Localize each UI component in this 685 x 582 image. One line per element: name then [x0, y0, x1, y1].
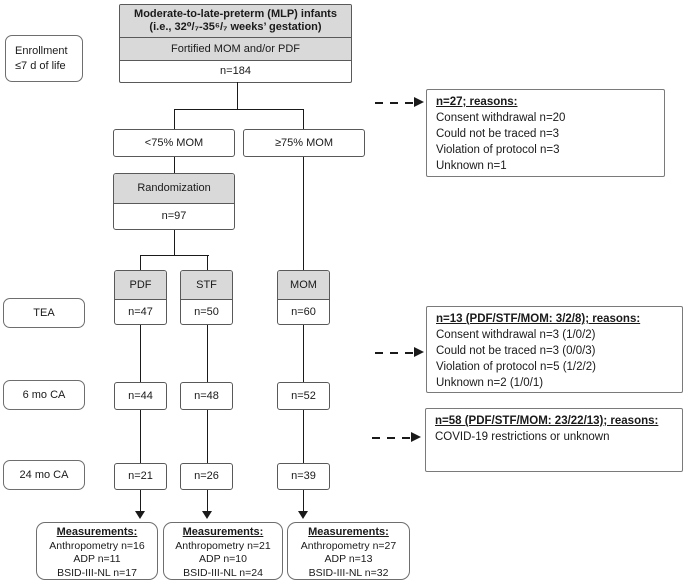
n-box-pdf-6mo: n=44: [114, 382, 167, 410]
population-box: Moderate-to-late-preterm (MLP) infants (…: [119, 4, 352, 83]
enrollment-stage-line2: ≤7 d of life: [15, 59, 66, 72]
dropout-box-enrollment: n=27; reasons: Consent withdrawal n=20 C…: [426, 89, 665, 177]
connector-line: [139, 490, 142, 512]
down-arrowhead-icon: [135, 511, 145, 519]
measurements-title: Measurements:: [56, 526, 138, 538]
enrollment-stage-line1: Enrollment: [15, 44, 68, 57]
measurements-title: Measurements:: [308, 526, 389, 538]
right-arrowhead-icon: [414, 347, 424, 357]
connector-line: [139, 325, 142, 383]
group-box-stf: STF n=50: [180, 270, 233, 325]
dropout-dashed-arrow-24mo: [372, 436, 411, 439]
n-box-pdf-24mo: n=21: [114, 463, 167, 490]
randomization-label: Randomization: [114, 174, 234, 203]
population-title-line1: Moderate-to-late-preterm (MLP) infants: [134, 8, 337, 20]
24mo-stage-label: 24 mo CA: [3, 460, 85, 490]
group-box-mom: MOM n=60: [277, 270, 330, 325]
group-n-mom-tea: n=60: [278, 299, 329, 324]
measurements-box-stf: Measurements: Anthropometry n=21 ADP n=1…: [163, 522, 283, 580]
right-arrowhead-icon: [411, 432, 421, 442]
dropout-reason: Consent withdrawal n=20: [436, 112, 566, 124]
connector-line: [206, 254, 209, 271]
measurement-line: BSID-III-NL n=17: [57, 566, 137, 579]
dropout-reason: Could not be traced n=3: [436, 128, 560, 140]
n-box-mom-6mo: n=52: [277, 382, 330, 410]
population-title: Moderate-to-late-preterm (MLP) infants (…: [120, 5, 351, 37]
down-arrowhead-icon: [202, 511, 212, 519]
connector-line: [173, 230, 176, 255]
dropout-reason: Violation of protocol n=3: [436, 144, 560, 156]
dropout-title: n=27; reasons:: [436, 96, 518, 108]
dropout-title: n=13 (PDF/STF/MOM: 3/2/8); reasons:: [436, 313, 641, 325]
n-box-stf-6mo: n=48: [180, 382, 233, 410]
connector-line: [139, 254, 209, 257]
enrollment-stage-label: Enrollment ≤7 d of life: [5, 35, 83, 82]
connector-line: [173, 108, 304, 111]
measurement-line: ADP n=11: [73, 553, 121, 565]
dropout-box-tea: n=13 (PDF/STF/MOM: 3/2/8); reasons: Cons…: [426, 306, 683, 393]
measurement-line: Anthropometry n=16: [49, 539, 145, 552]
randomization-n: n=97: [114, 203, 234, 229]
measurement-line: Anthropometry n=21: [175, 539, 271, 552]
connector-line: [173, 157, 176, 174]
measurement-line: Anthropometry n=27: [300, 539, 397, 552]
measurement-line: BSID-III-NL n=32: [308, 566, 389, 579]
dropout-title: n=58 (PDF/STF/MOM: 23/22/13); reasons:: [435, 415, 659, 427]
6mo-stage-label: 6 mo CA: [3, 380, 85, 410]
n-box-mom-24mo: n=39: [277, 463, 330, 490]
group-n-stf-tea: n=50: [181, 299, 232, 324]
right-arrowhead-icon: [414, 97, 424, 107]
ge75-mom-box: ≥75% MOM: [243, 129, 365, 157]
dropout-reason: Consent withdrawal n=3 (1/0/2): [436, 329, 596, 341]
group-n-pdf-tea: n=47: [115, 299, 166, 324]
lt75-mom-box: <75% MOM: [113, 129, 235, 157]
measurements-box-mom: Measurements: Anthropometry n=27 ADP n=1…: [287, 522, 410, 580]
population-n: n=184: [120, 60, 351, 82]
connector-line: [139, 254, 142, 271]
connector-line: [302, 490, 305, 512]
measurements-box-pdf: Measurements: Anthropometry n=16 ADP n=1…: [36, 522, 158, 580]
population-feeding-row: Fortified MOM and/or PDF: [120, 37, 351, 60]
connector-line: [302, 108, 305, 130]
connector-line: [139, 410, 142, 463]
randomization-box: Randomization n=97: [113, 173, 235, 230]
measurement-line: ADP n=10: [199, 553, 247, 565]
dropout-box-24mo: n=58 (PDF/STF/MOM: 23/22/13); reasons: C…: [425, 408, 683, 472]
connector-line: [173, 108, 176, 130]
dropout-reason: Unknown n=2 (1/0/1): [436, 377, 544, 389]
dropout-dashed-arrow-tea: [375, 351, 414, 354]
down-arrowhead-icon: [298, 511, 308, 519]
measurement-line: ADP n=13: [324, 553, 373, 565]
dropout-reason: Could not be traced n=3 (0/0/3): [436, 345, 596, 357]
connector-line: [302, 325, 305, 383]
connector-line: [206, 325, 209, 383]
measurements-title: Measurements:: [182, 526, 264, 538]
connector-line: [302, 410, 305, 463]
tea-stage-label: TEA: [3, 298, 85, 328]
dropout-reason: Unknown n=1: [436, 160, 507, 172]
connector-line: [302, 157, 305, 271]
population-title-line2: (i.e., 32⁰/₇-35⁶/₇ weeks’ gestation): [149, 21, 322, 33]
connector-line: [236, 82, 239, 110]
dropout-reason: Violation of protocol n=5 (1/2/2): [436, 361, 596, 373]
dropout-reason: COVID-19 restrictions or unknown: [435, 431, 610, 443]
group-box-pdf: PDF n=47: [114, 270, 167, 325]
connector-line: [206, 410, 209, 463]
group-label-stf: STF: [181, 271, 232, 299]
group-label-pdf: PDF: [115, 271, 166, 299]
dropout-dashed-arrow-enrollment: [375, 101, 414, 104]
connector-line: [206, 490, 209, 512]
measurement-line: BSID-III-NL n=24: [183, 566, 263, 579]
group-label-mom: MOM: [278, 271, 329, 299]
n-box-stf-24mo: n=26: [180, 463, 233, 490]
